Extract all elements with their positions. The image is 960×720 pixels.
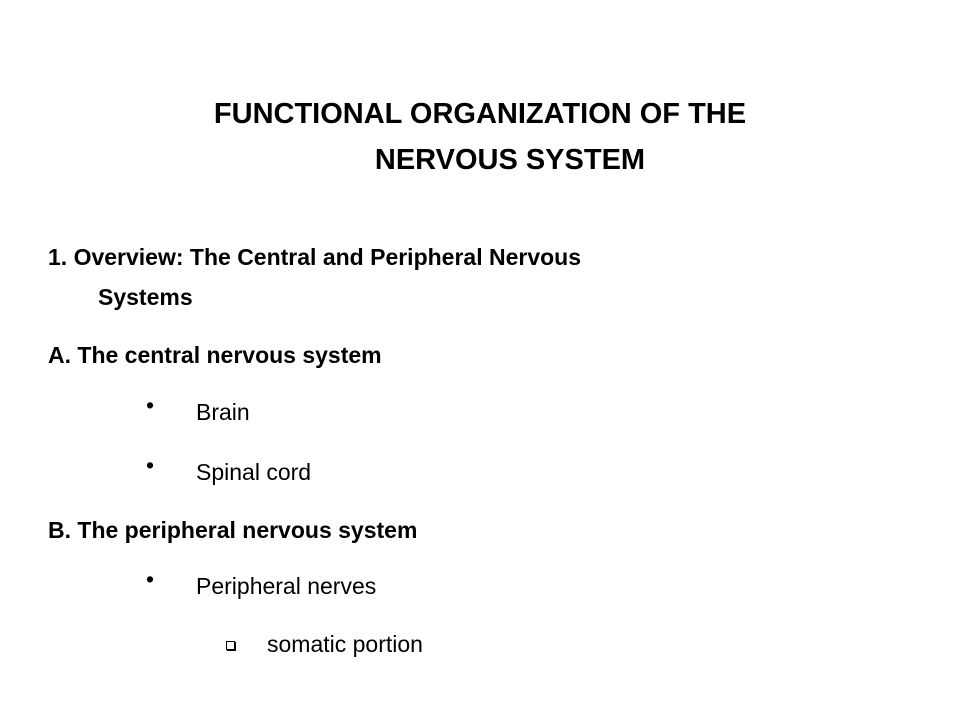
hollow-square-icon — [226, 641, 235, 650]
section-1-heading-line-1: 1. Overview: The Central and Peripheral … — [48, 244, 582, 270]
section-1-heading-line-2: Systems — [98, 284, 193, 310]
list-item-brain: Brain — [196, 399, 250, 425]
list-item-peripheral-nerves: Peripheral nerves — [196, 573, 377, 599]
section-a-heading: A. The central nervous system — [48, 342, 382, 368]
slide-title-line-1: FUNCTIONAL ORGANIZATION OF THE — [213, 98, 747, 130]
slide-title-line-2: NERVOUS SYSTEM — [374, 144, 646, 176]
list-item-spinal-cord: Spinal cord — [196, 459, 312, 485]
bullet-icon: • — [146, 566, 155, 592]
sublist-item-somatic-portion: somatic portion — [267, 631, 423, 657]
bullet-icon: • — [146, 452, 155, 478]
section-b-heading: B. The peripheral nervous system — [48, 517, 418, 543]
bullet-icon: • — [146, 392, 155, 418]
